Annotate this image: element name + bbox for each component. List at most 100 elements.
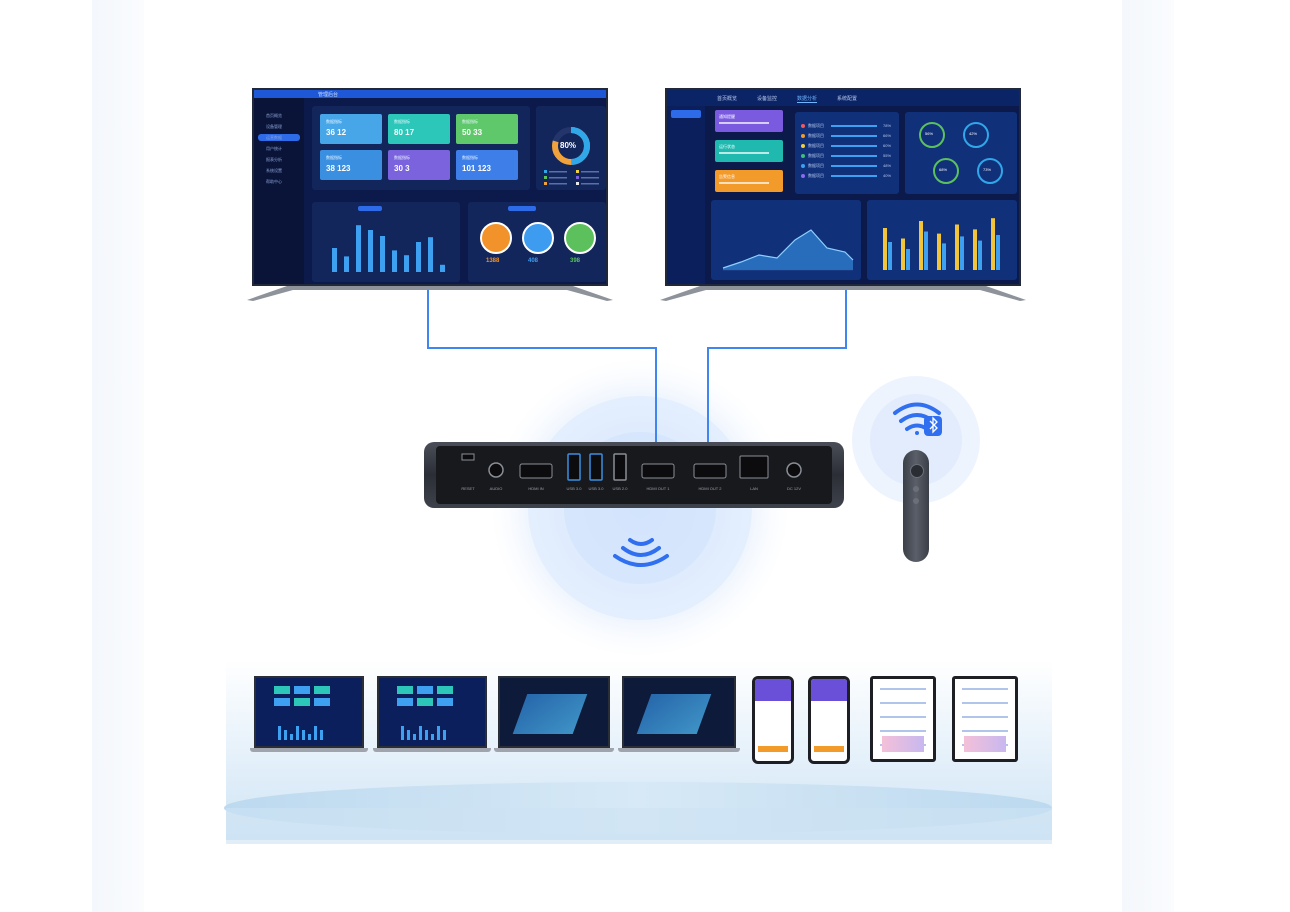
tablet-line <box>880 716 926 718</box>
laptop-thumbnail <box>373 676 491 754</box>
bar <box>416 242 421 272</box>
phone-button <box>814 746 844 752</box>
progress-label: 数据项目 <box>808 143 824 148</box>
sidebar-item: 设备管理 <box>258 123 300 130</box>
stat-value: 398 <box>570 258 581 264</box>
mini-card <box>437 698 453 706</box>
right-tv-alerts: 通知提醒运行状态告警信息 <box>711 110 791 194</box>
sidebar-item-label: 系统设置 <box>266 168 282 173</box>
bar <box>344 256 349 272</box>
mini-bar <box>419 726 422 740</box>
progress-pct: 48% <box>883 163 892 168</box>
stat-value: 1388 <box>486 258 500 264</box>
right-tv-header: 首页概览设备监控数据分析系统配置 <box>667 90 1019 106</box>
gauge-value: 56% <box>925 131 934 136</box>
bar <box>919 221 923 270</box>
port-2: HDMI IN <box>519 463 553 491</box>
kpi-value: 36 12 <box>326 128 347 137</box>
gauge-value: 73% <box>983 167 992 172</box>
laptop-thumbnail <box>250 676 368 754</box>
mini-card <box>417 686 433 694</box>
mini-card <box>397 698 413 706</box>
tab-3: 系统配置 <box>837 96 858 102</box>
signal-icon <box>613 538 669 567</box>
laptop-base <box>373 748 491 752</box>
port-label: HDMI IN <box>528 486 543 491</box>
alert-line <box>719 182 769 184</box>
sidebar-item: 用户统计 <box>258 145 300 152</box>
tablet-line <box>880 702 926 704</box>
alert-card: 通知提醒 <box>715 110 783 132</box>
port-1: AUDIO <box>488 462 504 491</box>
left-side-strip <box>92 0 144 912</box>
sidebar-item-label: 首页概览 <box>266 113 282 118</box>
gauge-value: 42% <box>969 131 978 136</box>
bar <box>996 235 1000 270</box>
gauge <box>919 122 945 148</box>
port-0: RESET <box>461 453 475 491</box>
progress-label: 数据项目 <box>808 133 824 138</box>
left-tv-stand <box>247 286 613 301</box>
chart-tab <box>358 206 382 211</box>
bar <box>368 230 373 272</box>
bar <box>356 225 361 272</box>
alert-title: 告警信息 <box>719 174 735 179</box>
port-label: USB 3.0 <box>567 486 583 491</box>
kpi-value: 30 3 <box>394 164 410 173</box>
mini-bar <box>314 726 317 740</box>
left-tv-header: 管理后台 <box>254 90 606 98</box>
mini-bar <box>302 730 305 740</box>
bar <box>380 236 385 272</box>
kpi-title: 数据指标 <box>326 155 342 160</box>
kpi-title: 数据指标 <box>326 119 342 124</box>
port-8: LAN <box>739 455 769 491</box>
kpi-title: 数据指标 <box>462 119 478 124</box>
progress-label: 数据项目 <box>808 153 824 158</box>
gauge <box>963 122 989 148</box>
mini-card <box>437 686 453 694</box>
donut-percent: 80% <box>560 141 577 150</box>
progress-label: 数据项目 <box>808 123 824 128</box>
mini-card <box>274 698 290 706</box>
port-label: HDMI OUT 2 <box>698 486 722 491</box>
bar <box>978 240 982 270</box>
remote-control <box>903 450 929 562</box>
tablet-thumbnail <box>952 676 1018 762</box>
progress-bar <box>831 135 877 137</box>
mini-bar <box>431 734 434 740</box>
tablet-chart <box>964 736 1006 752</box>
port-4: USB 3.0 <box>589 453 604 491</box>
left-tv-bar-chart <box>332 206 445 272</box>
port-label: RESET <box>461 486 475 491</box>
right-tv-bar-chart <box>883 218 1000 270</box>
progress-label: 数据项目 <box>808 173 824 178</box>
progress-bar <box>831 175 877 177</box>
progress-bar <box>831 125 877 127</box>
kpi-value: 80 17 <box>394 128 415 137</box>
mini-bar <box>284 730 287 740</box>
right-tv-sidebar <box>667 106 705 284</box>
port-6: HDMI OUT 1 <box>641 463 675 491</box>
alert-line <box>719 122 769 124</box>
port-7: HDMI OUT 2 <box>693 463 727 491</box>
bar <box>428 237 433 272</box>
cable-right <box>707 286 847 476</box>
bar <box>883 228 887 270</box>
donut-chart <box>544 127 599 185</box>
bar <box>960 236 964 270</box>
sidebar-item: 帮助中心 <box>258 178 300 185</box>
bar <box>901 238 905 270</box>
alert-title: 运行状态 <box>719 144 735 149</box>
right-side-strip <box>1122 0 1174 912</box>
right-tv-area-panel <box>711 200 861 280</box>
phone-thumbnail <box>752 676 794 764</box>
progress-dot <box>801 124 805 128</box>
